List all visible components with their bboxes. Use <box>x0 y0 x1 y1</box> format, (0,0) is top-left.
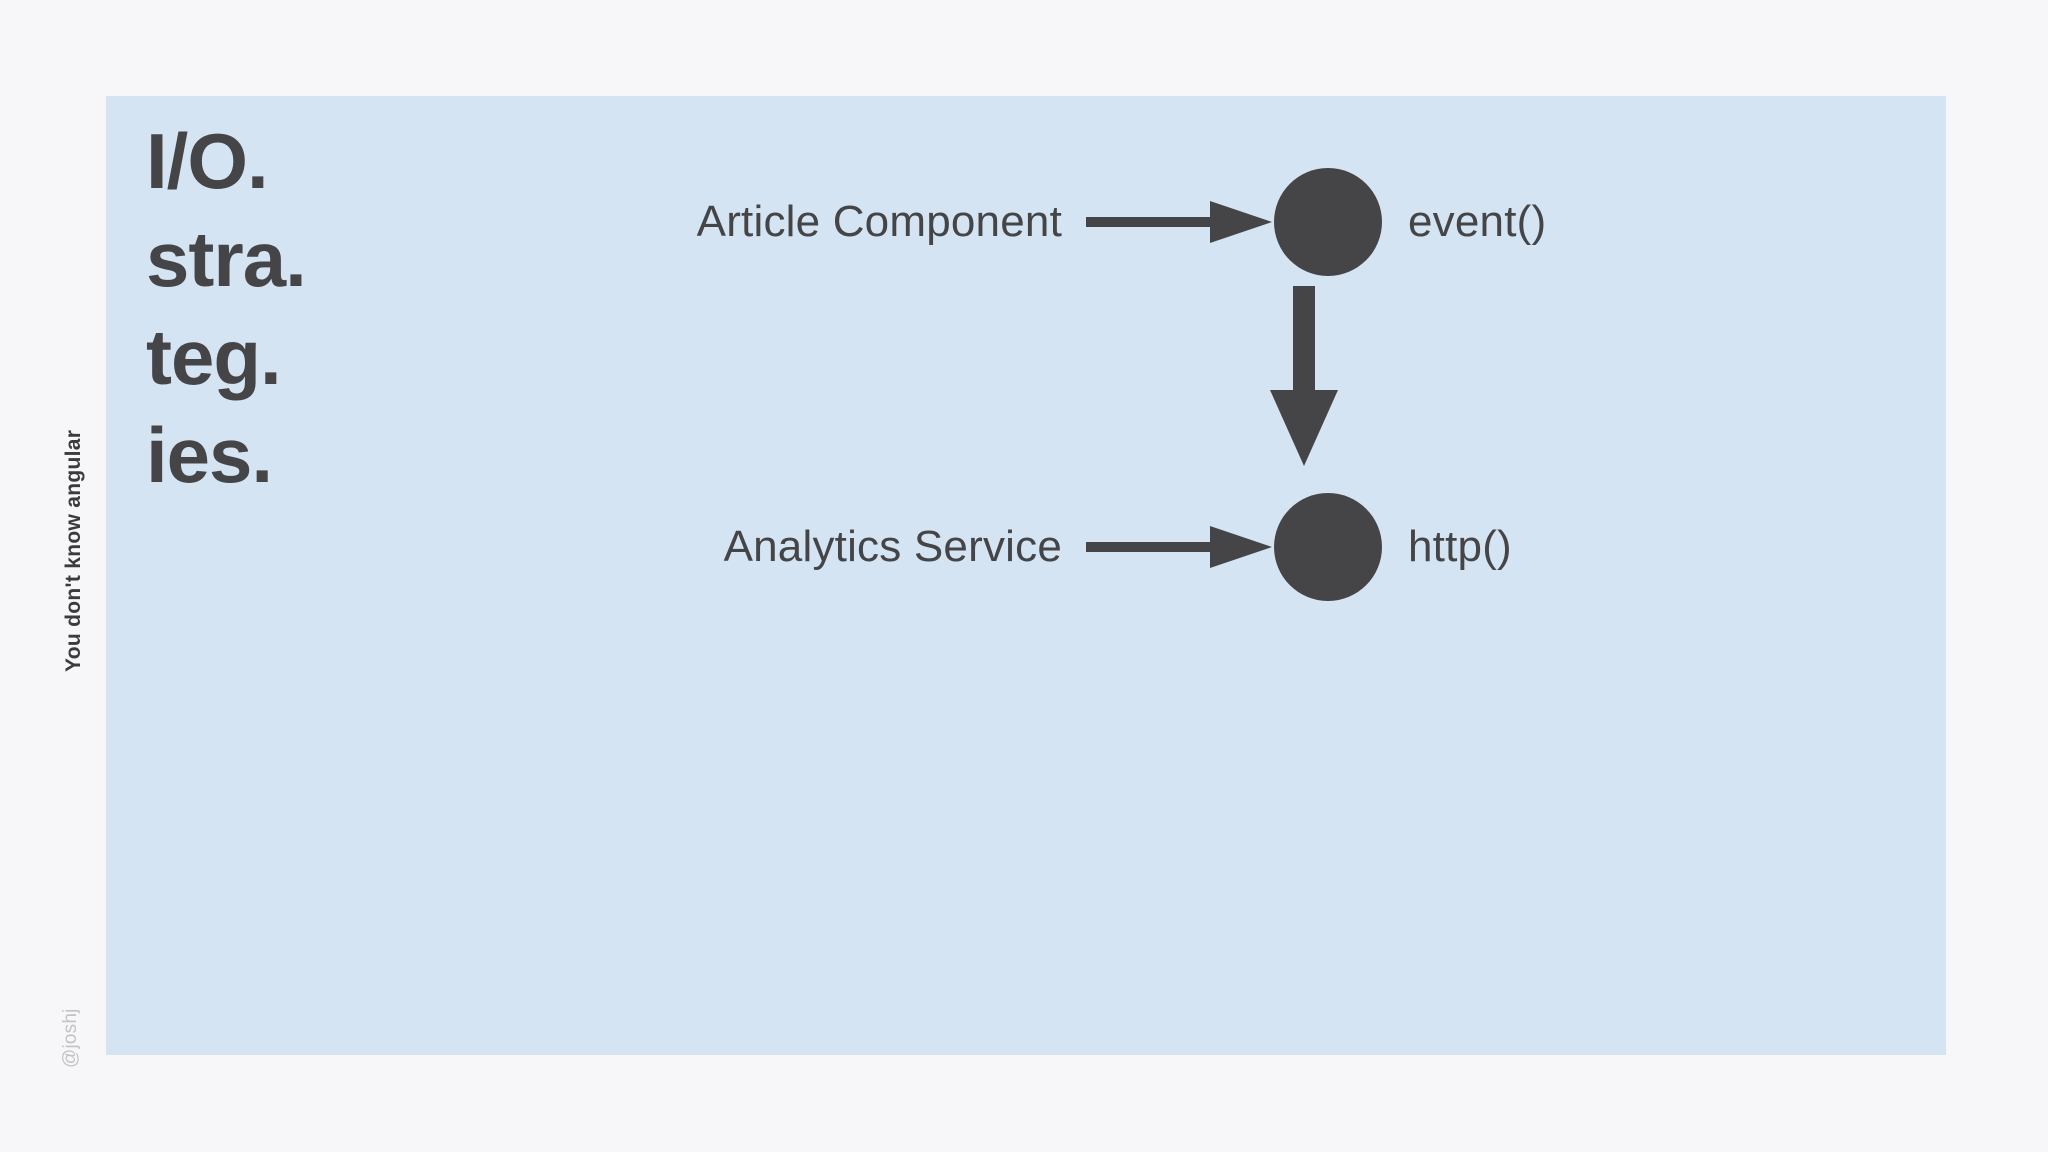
arrow-right-icon <box>1086 526 1272 568</box>
flow-row-event: Article Component event() <box>386 167 1546 277</box>
title-line-4: ies. <box>146 411 273 499</box>
title-line-2: stra. <box>146 215 307 303</box>
callout-label-http: http() <box>1408 522 1512 571</box>
arrow-right-icon <box>1086 201 1272 243</box>
source-label-analytics-service: Analytics Service <box>723 522 1062 571</box>
author-handle: @joshj <box>60 1008 81 1068</box>
flow-row-http: Analytics Service http() <box>386 492 1512 602</box>
flow-diagram: Article Component event() Analytics Serv… <box>106 96 1946 1055</box>
deck-vertical-title: You don't know angular <box>62 429 85 672</box>
arrow-down-icon <box>1270 286 1338 466</box>
title-line-1: I/O. <box>146 117 269 205</box>
node-dot-http <box>1274 493 1382 601</box>
slide-panel: I/O. stra. teg. ies. Article Component e… <box>106 96 1946 1055</box>
callout-label-event: event() <box>1408 197 1547 246</box>
title-line-3: teg. <box>146 313 282 401</box>
source-label-article-component: Article Component <box>696 197 1062 246</box>
page-title: I/O. stra. teg. ies. <box>146 112 446 504</box>
node-dot-event <box>1274 168 1382 276</box>
